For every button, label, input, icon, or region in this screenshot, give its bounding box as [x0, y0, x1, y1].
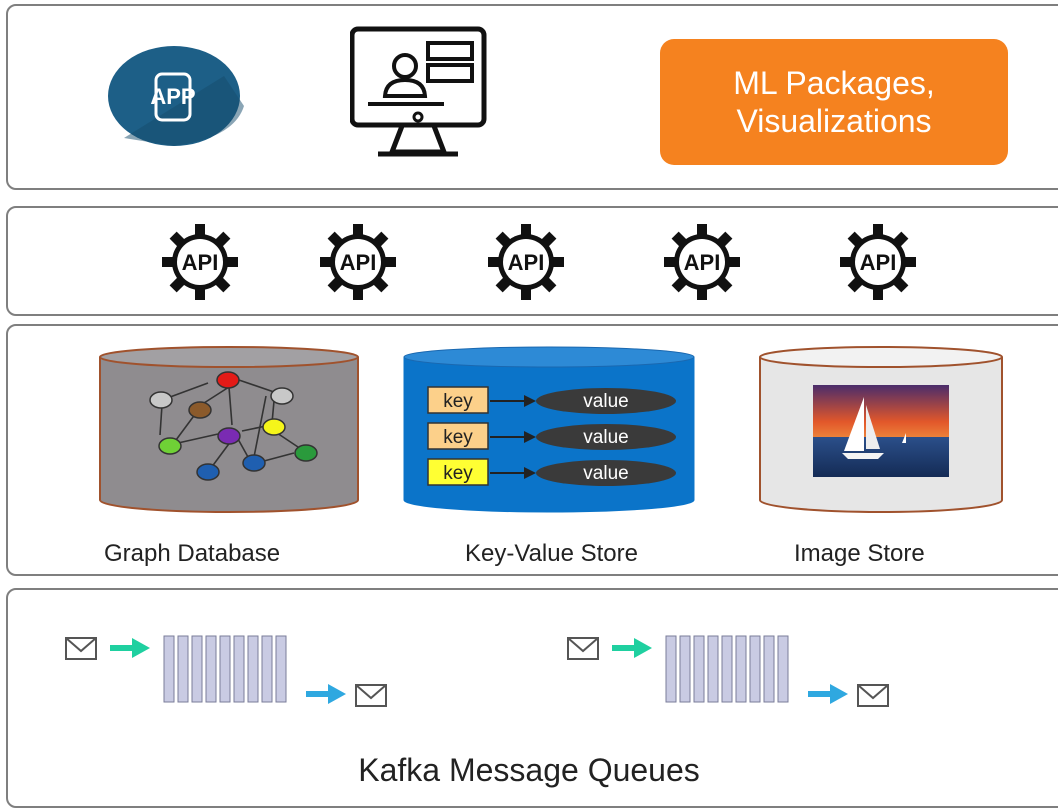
app-icon-label: APP — [150, 84, 195, 109]
queue-slot — [665, 635, 677, 703]
queue-slot — [191, 635, 203, 703]
queue-slot — [721, 635, 733, 703]
api-label: API — [182, 250, 219, 275]
sailboat-photo — [813, 385, 949, 477]
api-gear-icon: API — [664, 224, 740, 300]
envelope-icon — [65, 637, 97, 660]
api-gear-icon: API — [488, 224, 564, 300]
queue-slot — [763, 635, 775, 703]
queue-slot — [707, 635, 719, 703]
envelope-icon — [567, 637, 599, 660]
kv-row: key value — [427, 458, 676, 486]
queue-slot — [735, 635, 747, 703]
queue-slot — [247, 635, 259, 703]
queue-slot — [233, 635, 245, 703]
queue-slot — [205, 635, 217, 703]
queue-slot — [693, 635, 705, 703]
arrow-right-icon — [808, 684, 848, 704]
envelope-icon — [355, 684, 387, 707]
kv-key-label: key — [443, 391, 473, 412]
api-gear-icon: API — [162, 224, 238, 300]
api-gear-icon: API — [840, 224, 916, 300]
queue-slot — [219, 635, 231, 703]
arrow-right-icon — [306, 684, 346, 704]
kafka-queue-1 — [65, 635, 387, 707]
kv-key-label: key — [443, 427, 473, 448]
api-label: API — [340, 250, 377, 275]
ml-packages-box: ML Packages, Visualizations — [660, 39, 1008, 165]
queue-slot — [275, 635, 287, 703]
queue-slot — [749, 635, 761, 703]
queue-slot — [777, 635, 789, 703]
kv-row: key value — [427, 386, 676, 414]
graph-database-caption: Graph Database — [104, 540, 281, 567]
key-value-store-caption: Key-Value Store — [465, 540, 638, 567]
queue-slot — [177, 635, 189, 703]
key-value-store-cylinder: key value key value key value — [403, 346, 695, 513]
queue-slot — [261, 635, 273, 703]
queue-slots — [163, 635, 287, 703]
user-profile-monitor-icon — [350, 26, 487, 157]
api-label: API — [684, 250, 721, 275]
api-label: API — [508, 250, 545, 275]
ml-label-line2: Visualizations — [736, 103, 932, 139]
ml-label-line1: ML Packages, — [733, 65, 935, 101]
kafka-queue-2 — [567, 635, 889, 707]
api-gear-icon: API — [320, 224, 396, 300]
queue-slot — [163, 635, 175, 703]
arrow-right-icon — [612, 638, 652, 658]
kv-key-label: key — [443, 463, 473, 484]
image-store-cylinder — [759, 346, 1003, 513]
app-icon: APP — [108, 46, 244, 146]
envelope-icon — [857, 684, 889, 707]
kv-value-label: value — [583, 463, 628, 484]
arrow-right-icon — [110, 638, 150, 658]
graph-database-cylinder — [99, 346, 359, 513]
kv-value-label: value — [583, 391, 628, 412]
api-label: API — [860, 250, 897, 275]
kv-value-label: value — [583, 427, 628, 448]
kafka-title: Kafka Message Queues — [358, 752, 700, 788]
kv-row: key value — [427, 422, 676, 450]
queue-slots — [665, 635, 789, 703]
queue-slot — [679, 635, 691, 703]
image-store-caption: Image Store — [794, 540, 925, 567]
